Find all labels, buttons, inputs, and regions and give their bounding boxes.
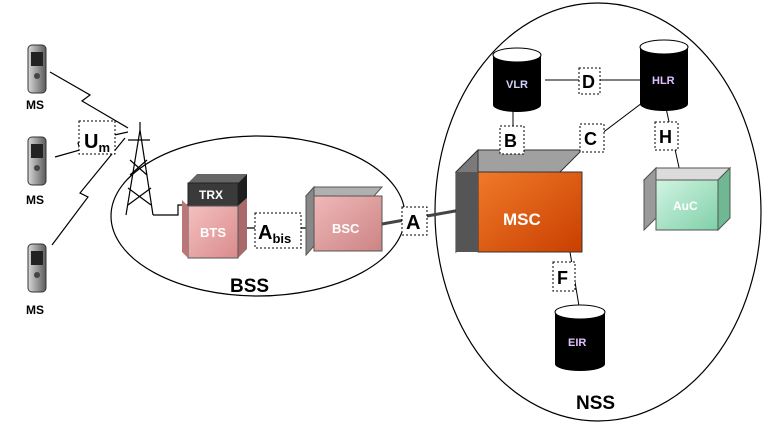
auc-label: AuC: [673, 199, 698, 213]
b-interface: B: [499, 125, 525, 155]
um-sub: m: [98, 140, 110, 155]
hlr-label: HLR: [652, 75, 675, 87]
bts-block: [182, 174, 247, 259]
radio-link-3: [51, 137, 126, 246]
um-interface: Um: [78, 120, 116, 155]
d-label: D: [582, 72, 595, 92]
antenna-tower-icon: [125, 122, 188, 216]
a-interface: A: [401, 206, 428, 236]
hlr-database-icon: [639, 39, 689, 111]
radio-links: [49, 71, 129, 246]
radio-link-1: [49, 71, 129, 129]
svg-text:Abis: Abis: [258, 222, 291, 246]
c-label: C: [584, 129, 597, 149]
bts-label: BTS: [200, 225, 226, 240]
abis-sub: bis: [272, 231, 291, 246]
bsc-block: [304, 185, 384, 257]
eir-database-icon: [554, 304, 606, 371]
bsc-label: BSC: [332, 221, 360, 236]
mobile-phone-icon-2: [27, 136, 47, 186]
ms-label-1: MS: [26, 98, 44, 112]
c-interface: C: [579, 123, 605, 153]
vlr-database-icon: [492, 47, 542, 112]
nss-label: NSS: [576, 393, 615, 414]
trx-label: TRX: [199, 188, 223, 202]
svg-text:Um: Um: [84, 131, 110, 155]
ms-label-2: MS: [26, 193, 44, 207]
d-interface: D: [578, 67, 601, 95]
a-label: A: [406, 212, 420, 234]
vlr-label: VLR: [506, 79, 528, 91]
mobile-phone-icon-3: [27, 243, 47, 293]
msc-label: MSC: [503, 210, 541, 229]
b-label: B: [504, 131, 517, 151]
um-main: U: [84, 131, 98, 153]
msc-block: [454, 148, 584, 254]
abis-interface: Abis: [247, 212, 306, 249]
f-label: F: [557, 268, 568, 288]
bss-label: BSS: [230, 276, 269, 297]
f-interface: F: [552, 261, 576, 292]
h-interface: H: [654, 121, 679, 151]
nss-boundary: [434, 2, 762, 422]
mobile-phone-icon-1: [27, 44, 47, 94]
abis-main: A: [258, 222, 272, 244]
h-label: H: [659, 127, 672, 147]
ms-label-3: MS: [26, 303, 44, 317]
eir-label: EIR: [568, 337, 586, 349]
auc-block: [642, 166, 732, 232]
